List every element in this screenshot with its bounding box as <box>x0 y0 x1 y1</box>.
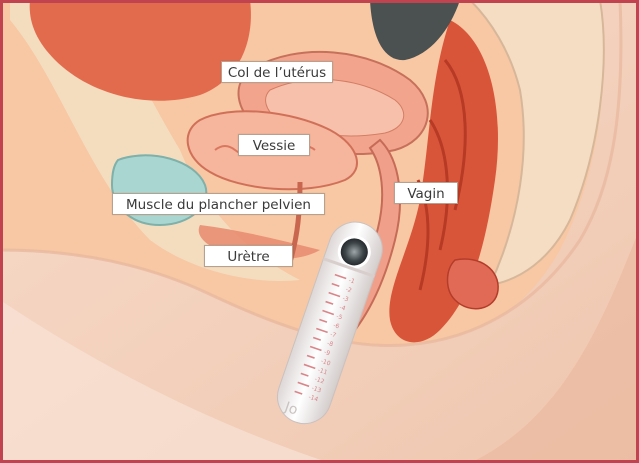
label-col-uterus: Col de l’utérus <box>221 61 333 83</box>
label-uretre: Urètre <box>204 245 293 267</box>
label-muscle-plancher: Muscle du plancher pelvien <box>112 193 325 215</box>
label-vessie: Vessie <box>238 134 310 156</box>
label-vagin: Vagin <box>394 182 458 204</box>
